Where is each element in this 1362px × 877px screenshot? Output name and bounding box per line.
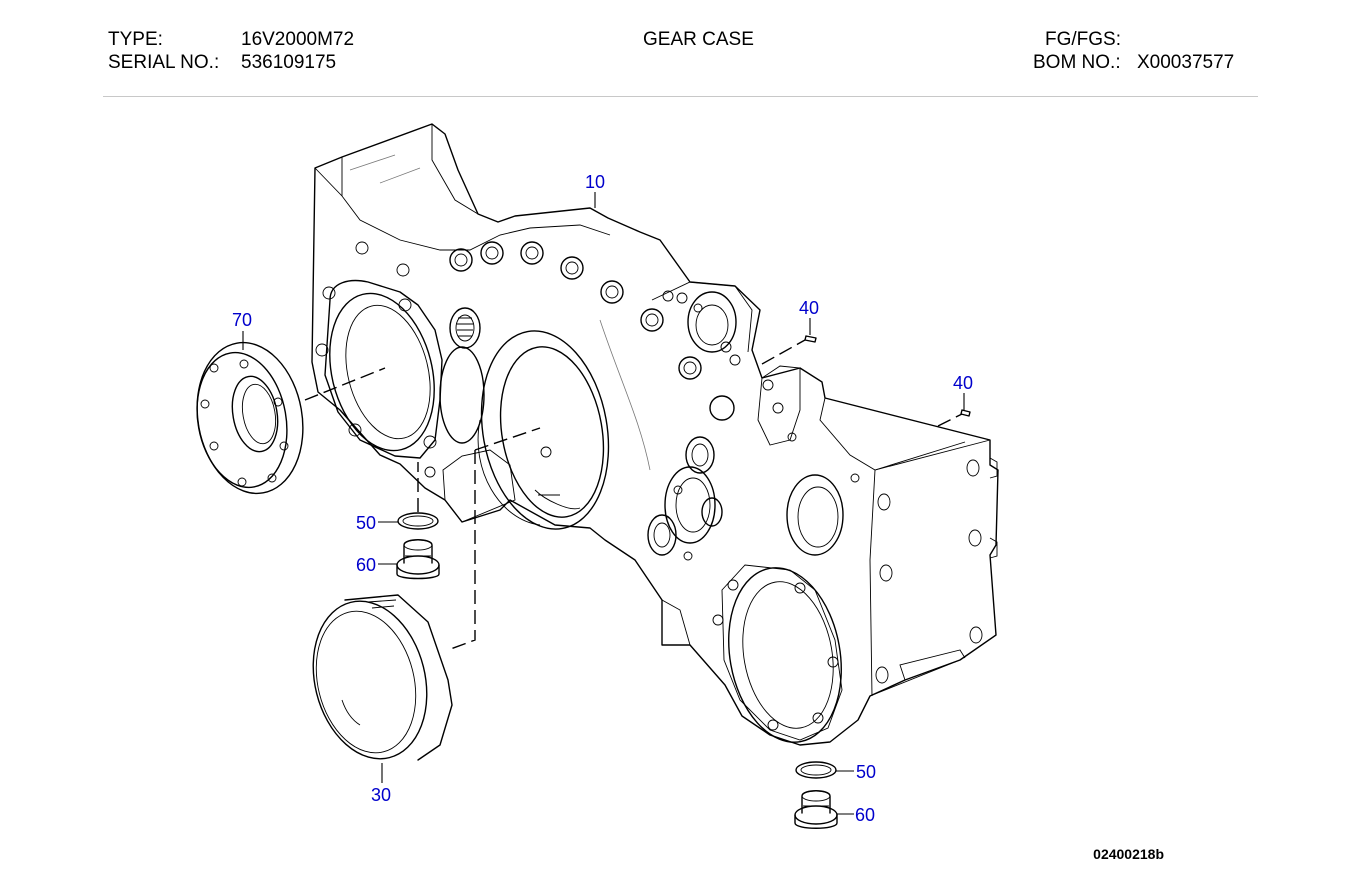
part-60-plug-left[interactable]: [396, 539, 440, 580]
leader-lines: [242, 192, 965, 815]
callout-50-b[interactable]: 50: [856, 762, 876, 782]
part-50-oring-right[interactable]: [795, 761, 837, 779]
callout-50-a[interactable]: 50: [356, 513, 376, 533]
bom-value: X00037577: [1137, 52, 1235, 73]
page-title: GEAR CASE: [643, 29, 754, 50]
type-label: TYPE:: [108, 29, 163, 50]
callout-70[interactable]: 70: [232, 310, 252, 330]
callout-40-b[interactable]: 40: [953, 373, 973, 393]
part-60-plug-right[interactable]: [794, 790, 838, 829]
part-70-flange[interactable]: [186, 334, 315, 502]
part-40-pin-b[interactable]: [960, 409, 971, 417]
serial-value: 536109175: [241, 52, 337, 73]
header-divider: [103, 96, 1258, 97]
callout-30[interactable]: 30: [371, 785, 391, 805]
drawing-number: 02400218b: [1093, 846, 1164, 862]
callout-60-a[interactable]: 60: [356, 555, 376, 575]
callout-60-b[interactable]: 60: [855, 805, 875, 825]
serial-label: SERIAL NO.:: [108, 52, 220, 73]
callout-40-a[interactable]: 40: [799, 298, 819, 318]
part-30-ring[interactable]: [297, 589, 453, 771]
callout-10[interactable]: 10: [585, 172, 605, 192]
assembly-lines: [304, 339, 963, 651]
type-value: 16V2000M72: [241, 29, 355, 50]
part-50-oring-left[interactable]: [397, 512, 439, 530]
bom-label: BOM NO.:: [1033, 52, 1121, 73]
part-40-pin-a[interactable]: [804, 335, 817, 343]
gear-case-housing[interactable]: [311, 123, 999, 751]
fg-label: FG/FGS:: [1045, 29, 1121, 50]
